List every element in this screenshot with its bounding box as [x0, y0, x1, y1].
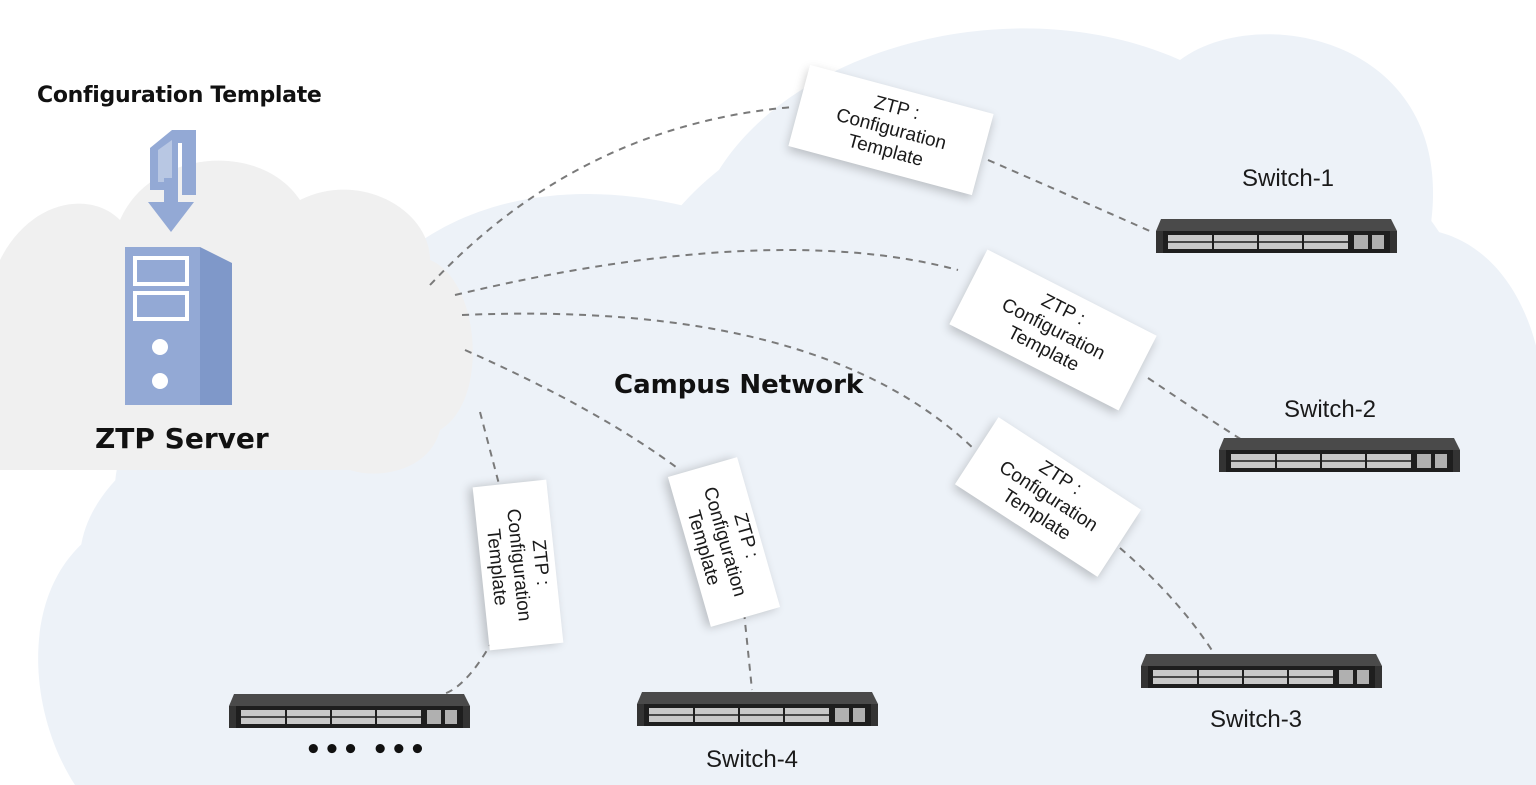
- campus-cloud: [38, 28, 1536, 785]
- switch-5-icon: [229, 694, 470, 728]
- switch-1-icon: [1156, 219, 1397, 253]
- switch-2-icon: [1219, 438, 1460, 472]
- link-switch-3-b: [1119, 547, 1216, 656]
- link-switch-3-a: [461, 312, 976, 451]
- config-template-title: Configuration Template: [37, 83, 322, 108]
- switch-2-label: Switch-2: [1284, 396, 1377, 423]
- link-switch-1-b: [987, 159, 1153, 233]
- switch-3-label: Switch-3: [1210, 706, 1303, 733]
- server-label: ZTP Server: [95, 422, 269, 455]
- server-icon: [125, 247, 232, 405]
- link-switch-5-a: [479, 411, 501, 489]
- switch-4-label: Switch-4: [706, 746, 799, 773]
- download-arrow-icon: [148, 178, 194, 232]
- more-switches-label: ••• •••: [305, 735, 428, 765]
- switch-1-label: Switch-1: [1242, 165, 1335, 192]
- link-switch-4-a: [464, 349, 681, 471]
- link-switch-2-a: [454, 249, 959, 296]
- switch-3-icon: [1141, 654, 1382, 688]
- link-switch-1-a: [429, 106, 794, 286]
- switch-4-icon: [637, 692, 878, 726]
- document-icon: [150, 130, 196, 195]
- link-switch-4-b: [743, 611, 753, 691]
- server-cloud: [0, 160, 473, 474]
- network-label: Campus Network: [614, 370, 864, 400]
- connection-lines: [429, 106, 1251, 696]
